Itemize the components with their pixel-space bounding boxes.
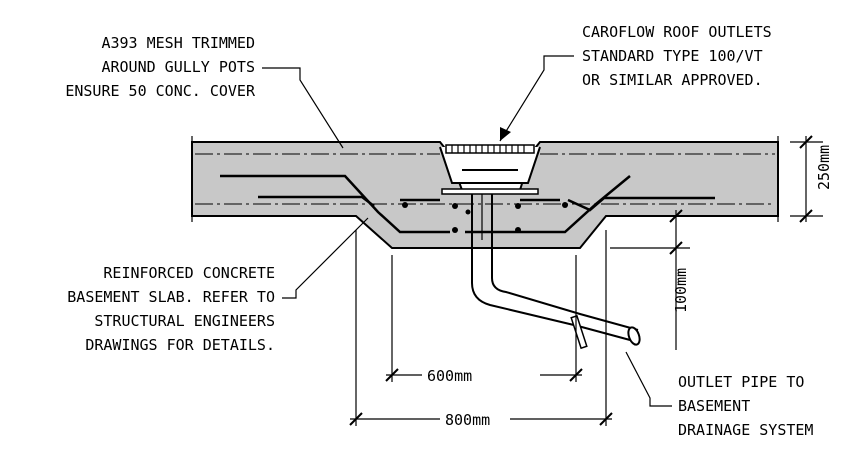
roof-outlet <box>439 144 541 195</box>
outlet-pipe <box>471 194 641 350</box>
rebar-dots <box>402 202 568 233</box>
break-lines <box>191 136 779 222</box>
outer-width-dimension <box>349 230 613 426</box>
mesh-note: A393 MESH TRIMMED AROUND GULLY POTS ENSU… <box>65 34 256 100</box>
svg-text:STANDARD TYPE 100/VT: STANDARD TYPE 100/VT <box>582 47 763 65</box>
outer-width-label: 800mm <box>445 411 490 429</box>
outlet-note: CAROFLOW ROOF OUTLETS STANDARD TYPE 100/… <box>582 23 772 89</box>
inner-width-label: 600mm <box>427 367 472 385</box>
svg-text:A393 MESH TRIMMED: A393 MESH TRIMMED <box>101 34 255 52</box>
svg-text:BASEMENT SLAB. REFER TO: BASEMENT SLAB. REFER TO <box>67 288 275 306</box>
svg-text:DRAINAGE SYSTEM: DRAINAGE SYSTEM <box>678 421 813 439</box>
sump-depth-label: 100mm <box>672 268 690 313</box>
svg-text:DRAWINGS FOR DETAILS.: DRAWINGS FOR DETAILS. <box>85 336 275 354</box>
reinforcement-bars <box>220 174 715 234</box>
svg-text:CAROFLOW ROOF OUTLETS: CAROFLOW ROOF OUTLETS <box>582 23 772 41</box>
svg-text:BASEMENT: BASEMENT <box>678 397 750 415</box>
svg-text:STRUCTURAL ENGINEERS: STRUCTURAL ENGINEERS <box>94 312 275 330</box>
slab-thickness-dimension <box>790 135 823 223</box>
pipe-note: OUTLET PIPE TO BASEMENT DRAINAGE SYSTEM <box>678 373 813 439</box>
sump-depth-dimension <box>610 209 690 350</box>
svg-text:OUTLET PIPE TO: OUTLET PIPE TO <box>678 373 804 391</box>
slab-thickness-label: 250mm <box>815 145 833 190</box>
slab-note: REINFORCED CONCRETE BASEMENT SLAB. REFER… <box>67 264 275 354</box>
svg-text:REINFORCED CONCRETE: REINFORCED CONCRETE <box>103 264 275 282</box>
svg-text:AROUND GULLY POTS: AROUND GULLY POTS <box>101 58 255 76</box>
svg-text:ENSURE 50 CONC. COVER: ENSURE 50 CONC. COVER <box>65 82 256 100</box>
inner-width-dimension <box>385 255 583 382</box>
leader-lines <box>262 55 672 407</box>
svg-text:OR SIMILAR APPROVED.: OR SIMILAR APPROVED. <box>582 71 763 89</box>
mesh-centre-lines <box>195 153 775 205</box>
